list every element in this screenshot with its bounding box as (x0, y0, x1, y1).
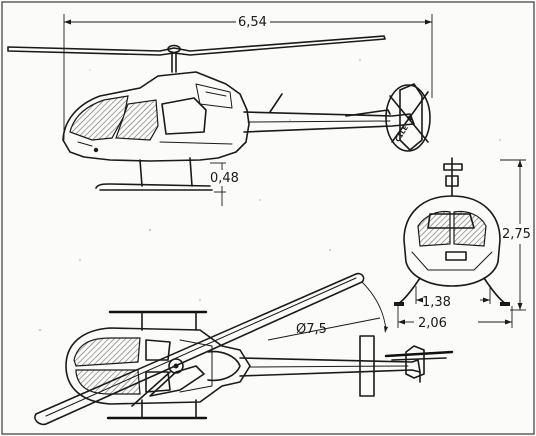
skid-inner-width-dimension (415, 286, 491, 304)
front-view: 2,75 1,38 2,06 (394, 157, 531, 331)
landing-skid-top (106, 310, 208, 420)
windscreen-side (69, 95, 129, 141)
rotor-hub-top (168, 358, 184, 374)
skid-outer-width-dimension (397, 306, 513, 328)
tail-rotor-top (384, 345, 454, 383)
top-view (34, 272, 454, 426)
rotor-head-front (443, 163, 463, 171)
tail-code: C1LE (394, 124, 410, 143)
cabin-rear-window (161, 97, 207, 135)
fuselage-front (403, 195, 501, 287)
fuselage-top (65, 327, 251, 405)
skid-clearance-label: 0,48 (210, 171, 239, 186)
overall-height-label: 2,75 (502, 227, 531, 242)
tail-rotor-side (385, 83, 431, 152)
cabin-top-windows (73, 337, 141, 367)
skid-outer-width-label: 2,06 (418, 316, 447, 331)
skid-inner-width-label: 1,38 (422, 295, 451, 310)
main-rotor-blade-top (34, 272, 365, 426)
landing-skid-side (95, 157, 213, 191)
rotor-hub-side (167, 44, 181, 54)
overall-length-dimension (63, 14, 433, 140)
overall-height-dimension (500, 159, 526, 311)
tail-boom-top (239, 357, 421, 377)
rotor-disk-arc (361, 281, 387, 331)
rotor-diameter-label: Ø7,5 (296, 322, 327, 337)
paper-texture (38, 59, 501, 332)
main-rotor-blade-side (7, 35, 386, 56)
skid-clearance-dimension (210, 162, 226, 206)
side-view: C1LE 0,48 6,54 (7, 14, 433, 206)
fuselage-side (62, 71, 250, 162)
rotor-diameter-leader (267, 317, 381, 341)
overall-length-label: 6,54 (238, 15, 267, 30)
horizontal-stabilizer-top (359, 335, 375, 397)
cabin-door-window (115, 99, 159, 141)
